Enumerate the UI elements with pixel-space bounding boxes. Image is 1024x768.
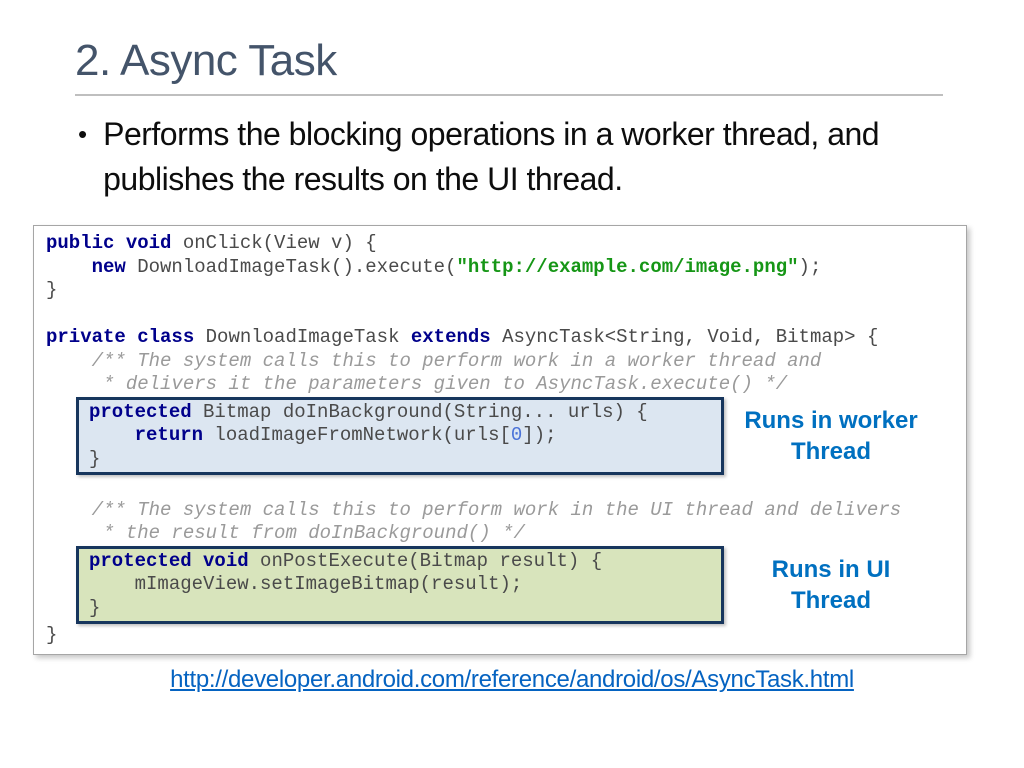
bullet-text: Performs the blocking operations in a wo… bbox=[103, 116, 880, 197]
code-line: mImageView.setImageBitmap(result); bbox=[89, 573, 523, 595]
code-lines-bottom: } bbox=[46, 624, 958, 648]
ui-thread-code-box: protected void onPostExecute(Bitmap resu… bbox=[76, 545, 724, 624]
bullet-marker: • bbox=[78, 119, 88, 149]
code-line: public void onClick(View v) { bbox=[46, 232, 377, 254]
code-line: private class DownloadImageTask extends … bbox=[46, 326, 879, 348]
bullet-item: • Performs the blocking operations in a … bbox=[78, 112, 883, 202]
code-line: protected void onPostExecute(Bitmap resu… bbox=[89, 549, 603, 572]
code-line bbox=[46, 475, 958, 499]
code-lines-top: public void onClick(View v) { new Downlo… bbox=[46, 232, 958, 397]
code-line: } bbox=[46, 279, 58, 301]
code-line: /** The system calls this to perform wor… bbox=[46, 349, 822, 372]
code-line bbox=[46, 303, 958, 327]
code-line: } bbox=[46, 624, 58, 646]
code-line: protected Bitmap doInBackground(String..… bbox=[89, 400, 648, 423]
asynctask-reference-link[interactable]: http://developer.android.com/reference/a… bbox=[170, 666, 854, 693]
code-line: } bbox=[89, 596, 101, 619]
worker-thread-annotation: Runs in worker Thread bbox=[744, 406, 918, 465]
code-lines-mid: /** The system calls this to perform wor… bbox=[46, 475, 958, 546]
code-line: } bbox=[89, 447, 101, 470]
ui-box-row: protected void onPostExecute(Bitmap resu… bbox=[46, 545, 958, 624]
worker-thread-code-box: protected Bitmap doInBackground(String..… bbox=[76, 396, 724, 475]
ui-thread-annotation: Runs in UI Thread bbox=[771, 555, 891, 614]
code-line: * delivers it the parameters given to As… bbox=[46, 373, 788, 395]
code-line: /** The system calls this to perform wor… bbox=[46, 498, 902, 521]
code-block: public void onClick(View v) { new Downlo… bbox=[33, 225, 967, 655]
code-line: new DownloadImageTask().execute("http://… bbox=[91, 255, 822, 278]
code-line: * the result from doInBackground() */ bbox=[46, 522, 525, 544]
slide-title: 2. Async Task bbox=[75, 36, 337, 85]
code-line: return loadImageFromNetwork(urls[0]); bbox=[134, 424, 557, 446]
worker-box-row: protected Bitmap doInBackground(String..… bbox=[46, 396, 958, 475]
title-divider bbox=[75, 94, 943, 96]
footer: http://developer.android.com/reference/a… bbox=[0, 666, 1024, 694]
